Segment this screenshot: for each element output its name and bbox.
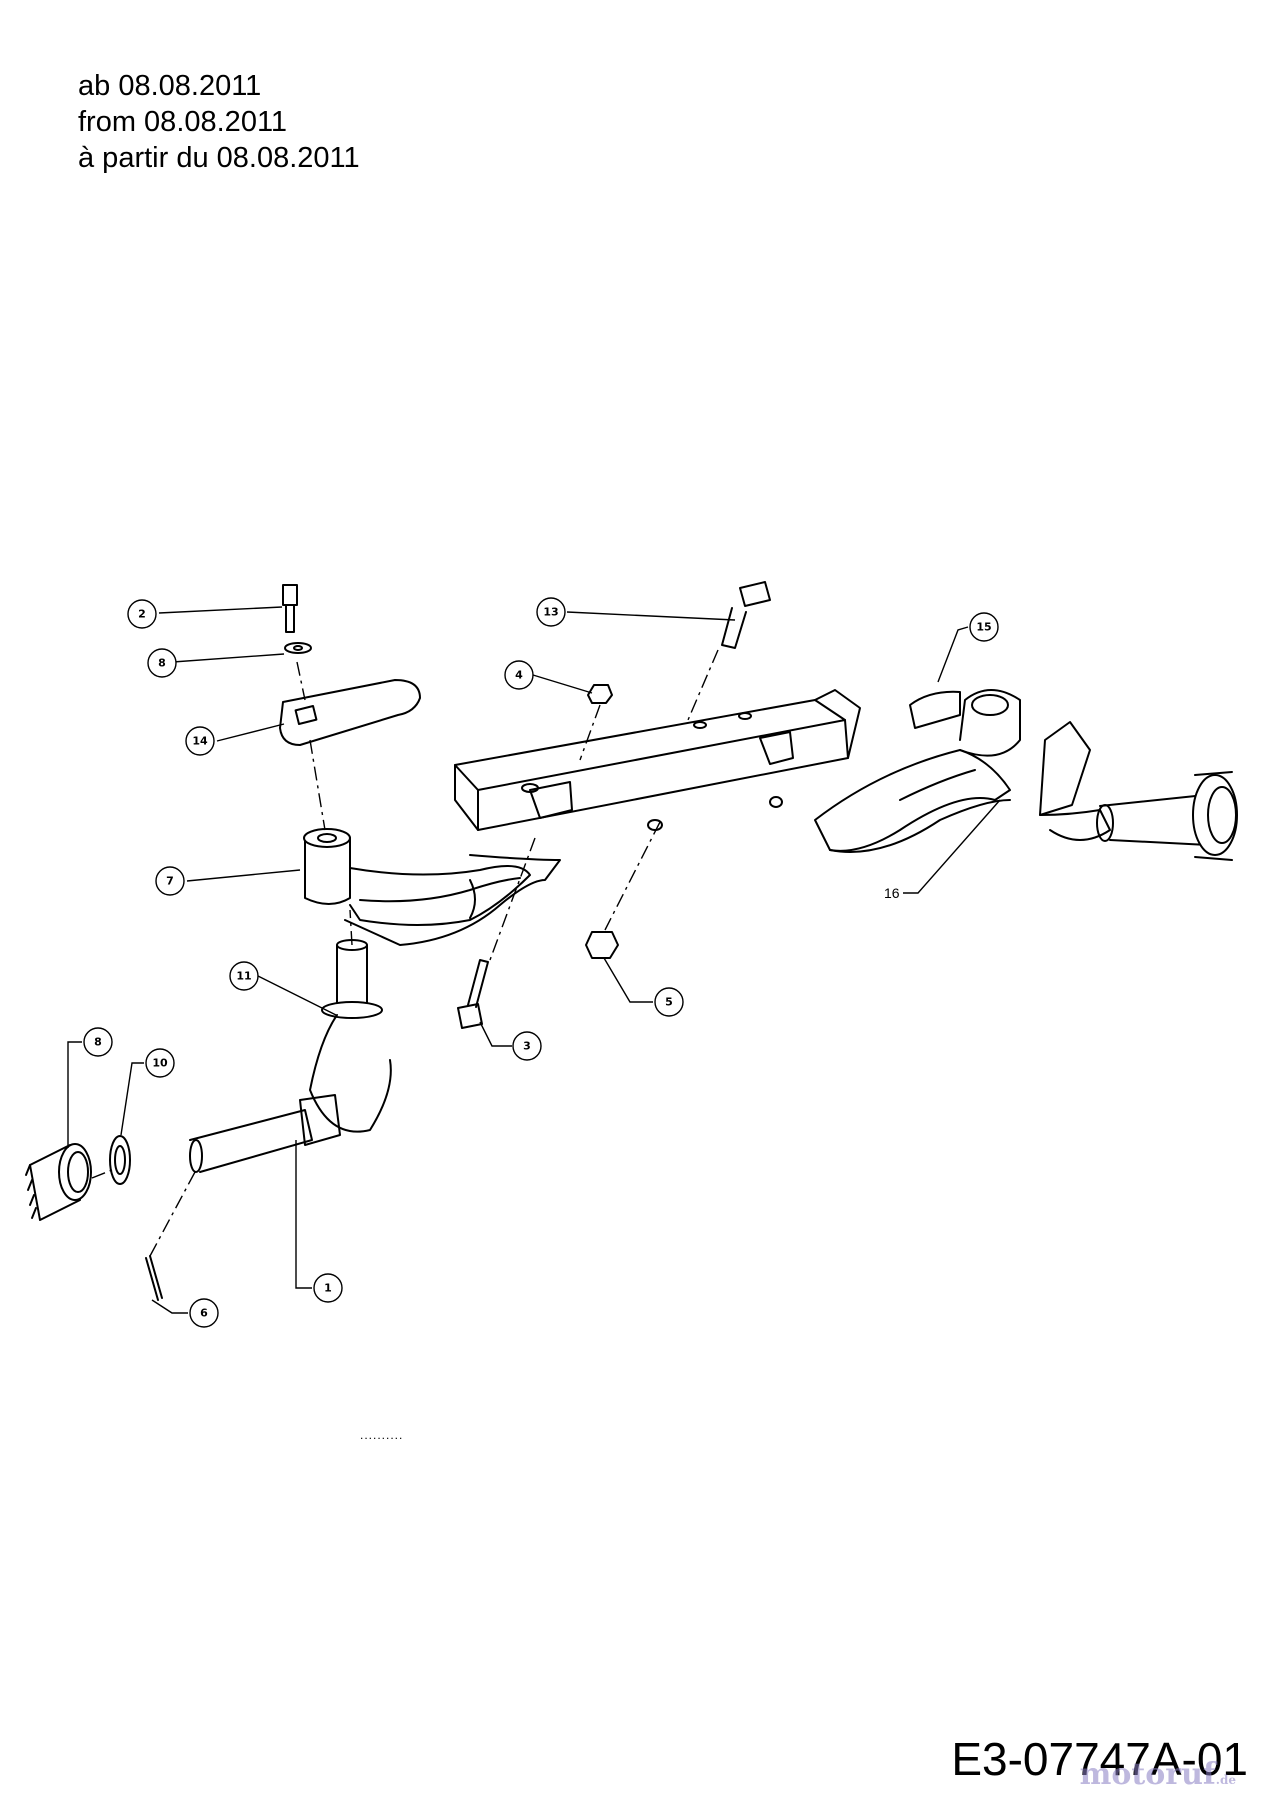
date-line-de: ab 08.08.2011 (78, 70, 262, 102)
date-line-en: from 08.08.2011 (78, 106, 288, 138)
callout-16: 16 (884, 885, 900, 901)
callout-6: 6 (200, 1307, 208, 1320)
left-bushing-drawing (25, 1143, 92, 1221)
callout-15: 15 (976, 621, 991, 634)
large-nut-drawing (585, 931, 619, 959)
leader-lines (67, 606, 1001, 1314)
callout-5: 5 (665, 996, 673, 1009)
diagram-code: E3-07747A-01 (951, 1733, 1248, 1785)
callout-11: 11 (236, 970, 251, 983)
axle-beam-drawing (454, 689, 861, 831)
callout-14: 14 (192, 735, 208, 748)
left-washer-drawing (109, 1135, 131, 1185)
upper-bolt-drawing (721, 581, 771, 649)
callout-10: 10 (152, 1057, 168, 1070)
lower-bolt-drawing (457, 959, 489, 1029)
callout-4: 4 (515, 669, 523, 682)
right-arm-drawing (814, 689, 1111, 853)
date-header: ab 08.08.2011 from 08.08.2011 à partir d… (78, 68, 360, 176)
watermark-logo: motoruf.de (1080, 1757, 1236, 1792)
callout-circles (83, 597, 999, 1328)
date-line-fr: à partir du 08.08.2011 (78, 142, 360, 174)
callout-8-top: 8 (158, 657, 166, 670)
callout-8-bottom: 8 (94, 1036, 102, 1049)
callout-labels: 2 8 14 13 4 15 7 11 3 5 8 10 1 6 (94, 606, 991, 1320)
watermark-suffix: .de (1215, 1773, 1236, 1787)
left-arm-drawing (303, 828, 561, 946)
dotted-mark: .......... (360, 1428, 404, 1442)
small-nut-drawing (587, 684, 613, 704)
watermark-text: motoruf (1079, 1757, 1216, 1792)
steering-arm-drawing (279, 679, 421, 746)
callout-2: 2 (138, 608, 146, 621)
pin-drawing (145, 1255, 163, 1301)
callout-3: 3 (523, 1040, 531, 1053)
right-stub-axle-drawing (1096, 771, 1238, 861)
left-spindle-drawing (189, 939, 392, 1173)
callout-1: 1 (324, 1282, 332, 1295)
callout-7: 7 (166, 875, 174, 888)
callout-13: 13 (543, 606, 558, 619)
center-lines (91, 649, 719, 1257)
top-bolt-drawing (282, 584, 312, 654)
